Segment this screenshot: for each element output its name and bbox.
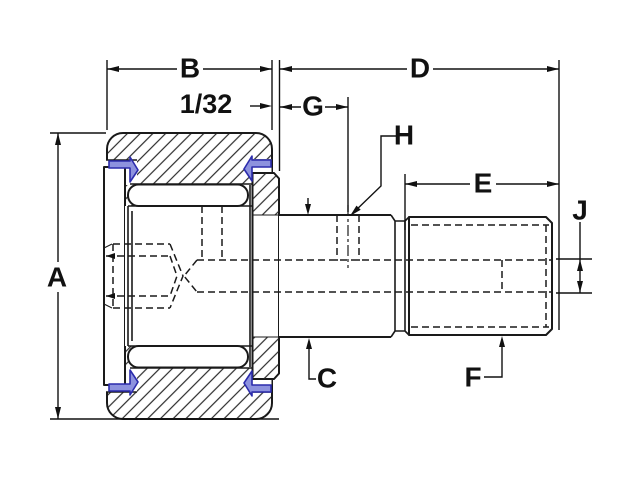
grease-hole-h xyxy=(336,215,360,261)
seals xyxy=(108,155,272,397)
dim-J: J xyxy=(572,195,588,293)
dim-label-j: J xyxy=(572,195,588,226)
relief-groove xyxy=(390,214,410,338)
thread-root-lines xyxy=(411,224,549,328)
dim-B: B xyxy=(107,53,272,84)
dim-label-g: G xyxy=(302,91,324,122)
dim-A: A xyxy=(47,133,67,419)
seal-bottom-left xyxy=(108,369,139,396)
thread-section xyxy=(408,216,553,336)
stud-flange xyxy=(251,172,280,380)
lubrication-passages xyxy=(183,205,551,293)
stud-inner-race xyxy=(125,185,252,367)
dim-label-e: E xyxy=(474,168,493,199)
seal-bottom-right xyxy=(243,370,272,397)
dim-label-f: F xyxy=(464,362,481,393)
axial-passage xyxy=(197,259,551,293)
dim-label-a: A xyxy=(47,262,67,293)
dim-offset-1-32: 1/32 xyxy=(180,89,272,119)
dim-label-b: B xyxy=(180,53,200,84)
seal-top-left xyxy=(108,156,139,183)
dim-D: D xyxy=(280,53,559,84)
dim-C: C xyxy=(305,198,337,394)
dim-H: H xyxy=(350,120,414,216)
endplate xyxy=(103,166,126,386)
dim-label-offset: 1/32 xyxy=(180,89,233,119)
dim-label-c: C xyxy=(317,363,337,394)
dim-label-d: D xyxy=(410,53,430,84)
hex-socket-hidden xyxy=(103,243,184,309)
stud-shank xyxy=(279,214,410,338)
seal-top-right xyxy=(243,155,272,182)
dim-E: E xyxy=(405,168,559,199)
dim-label-h: H xyxy=(394,120,414,151)
dim-F: F xyxy=(464,336,505,393)
radial-grease-hole xyxy=(201,206,223,260)
dim-G: G xyxy=(280,91,348,122)
needle-rollers-top xyxy=(127,183,249,207)
drill-point xyxy=(183,259,198,293)
needle-rollers-bottom xyxy=(127,345,249,369)
